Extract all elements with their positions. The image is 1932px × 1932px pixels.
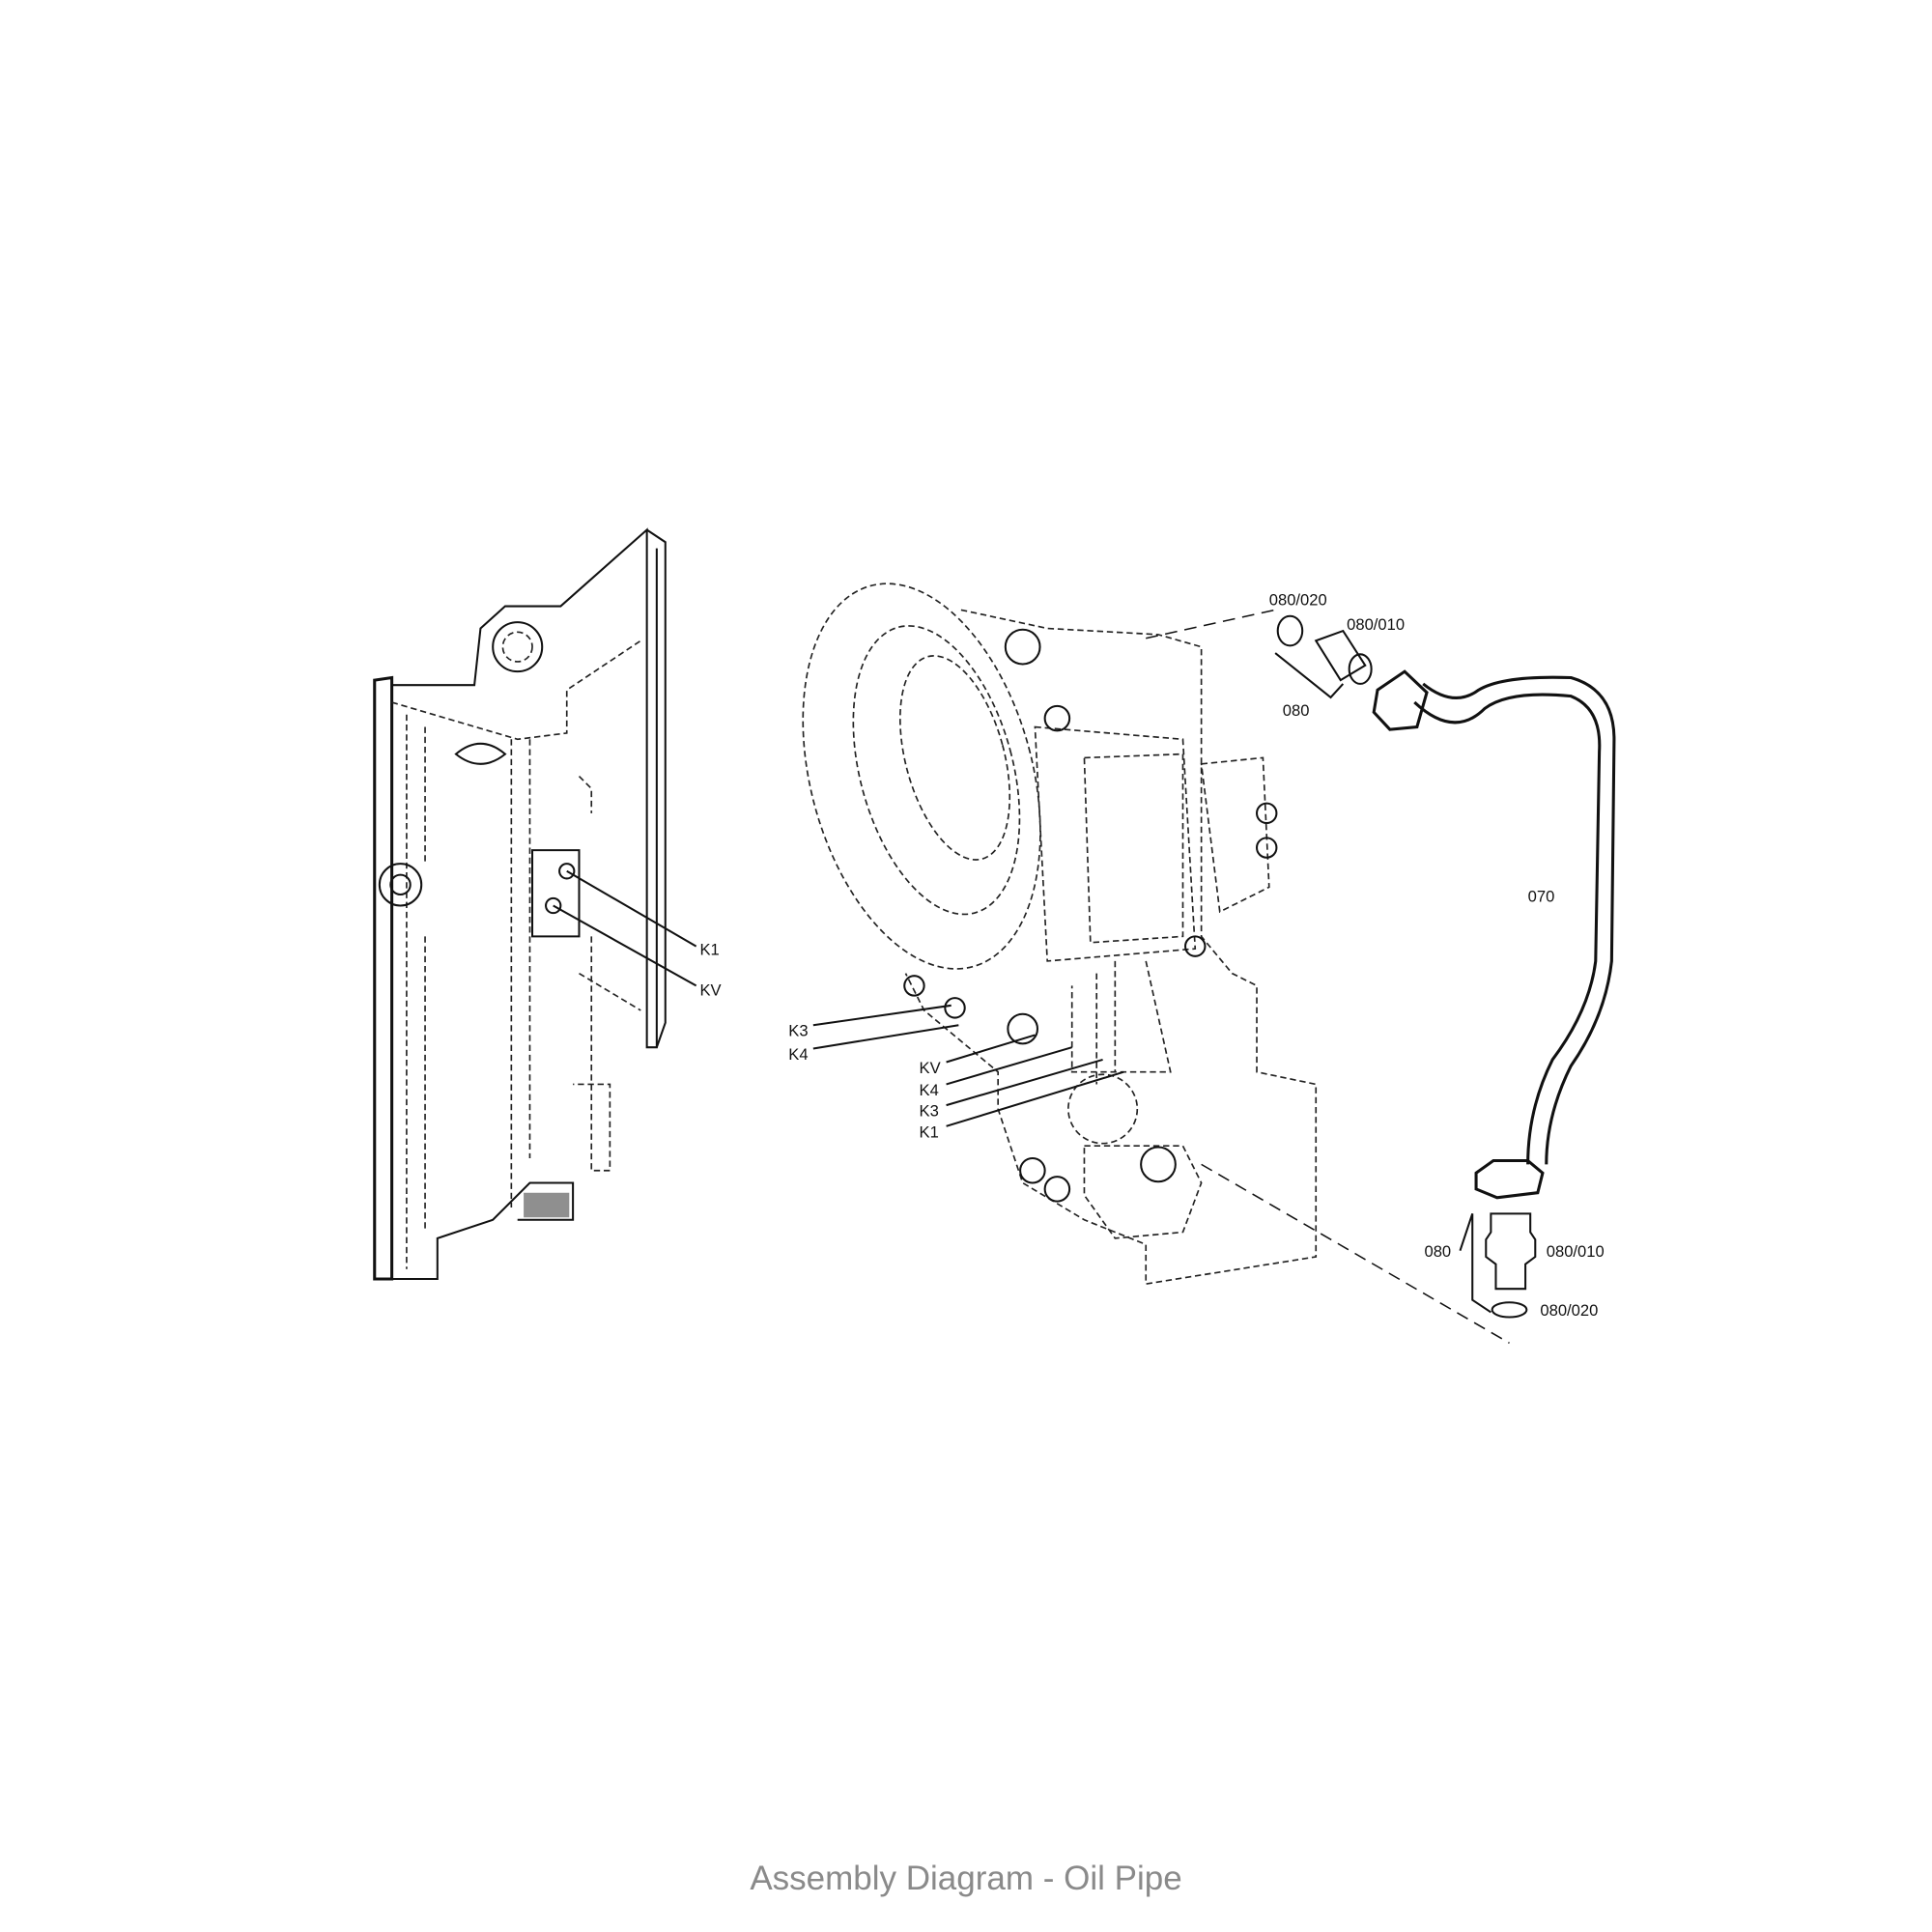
diagram-caption: Assembly Diagram - Oil Pipe xyxy=(750,1860,1182,1897)
housing-cover-side-view xyxy=(373,527,697,1281)
part-080-top: 080 xyxy=(1283,701,1310,720)
part-080-020-top: 080/020 xyxy=(1269,590,1327,609)
part-070-pipe: 070 xyxy=(1528,888,1555,906)
callout-k3: K3 xyxy=(788,1022,808,1040)
part-080-010-bottom: 080/010 xyxy=(1547,1242,1605,1261)
callout-k3-lower: K3 xyxy=(920,1102,939,1121)
callout-k1-lower: K1 xyxy=(920,1122,939,1141)
callout-k4: K4 xyxy=(788,1045,808,1064)
callout-kv: KV xyxy=(920,1059,941,1077)
callout-kv-left: KV xyxy=(699,981,721,1000)
callout-k4-lower: K4 xyxy=(920,1081,939,1099)
part-080-bottom: 080 xyxy=(1424,1242,1451,1261)
part-080-010-top: 080/010 xyxy=(1347,615,1405,634)
callout-k1-left: K1 xyxy=(699,941,719,959)
transmission-body xyxy=(802,582,1510,1344)
part-080-020-bottom: 080/020 xyxy=(1540,1301,1598,1320)
oil-pipe xyxy=(1274,614,1616,1319)
